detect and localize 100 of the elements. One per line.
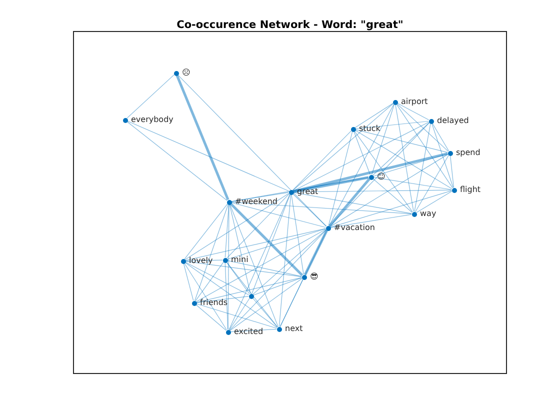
edge-line: [230, 204, 278, 327]
marker-dot-icon: [302, 274, 306, 280]
edge-line: [330, 190, 452, 228]
edge-line: [230, 278, 302, 331]
edge-line: [355, 129, 448, 153]
marker-dot-icon: [192, 300, 196, 306]
marker-dot-icon: [174, 70, 178, 76]
marker-dot-icon: [368, 174, 374, 180]
marker-dot-icon: [392, 100, 398, 104]
edge-line: [328, 131, 353, 226]
marker-dot-icon: [288, 190, 294, 194]
edge-line: [293, 192, 412, 214]
edge-line: [291, 194, 304, 275]
node-label: 😎: [310, 272, 318, 282]
edge-line: [228, 194, 290, 330]
node-label: ☹: [182, 68, 190, 78]
node-label: flight: [460, 185, 481, 195]
edge-line: [330, 154, 448, 227]
edge-line: [224, 262, 228, 330]
edge-line: [196, 296, 249, 303]
node-label: #vacation: [334, 223, 375, 233]
node-label: great: [297, 187, 318, 197]
marker-dot-icon: [226, 200, 232, 204]
node-label: way: [420, 209, 436, 219]
edge-line: [432, 123, 454, 188]
edge-line: [227, 228, 326, 260]
node-label: spend: [456, 148, 480, 158]
marker-dot-icon: [412, 212, 416, 216]
edge-line: [414, 154, 450, 212]
edge-line: [184, 262, 227, 330]
edge-line: [196, 228, 326, 302]
edge-line: [229, 204, 251, 294]
marker-dot-icon: [448, 150, 452, 156]
edge-line: [372, 178, 412, 213]
edge-line: [416, 190, 452, 214]
edge-line: [194, 204, 228, 301]
edge-line: [126, 121, 228, 201]
edge-line: [196, 277, 302, 303]
node-label: ☺: [377, 172, 386, 182]
marker-dot-icon: [428, 118, 434, 124]
chart-title: Co-occurence Network - Word: "great": [176, 19, 404, 32]
node-label: #weekend: [235, 197, 278, 207]
edge-line: [185, 261, 302, 277]
edge-line: [304, 230, 328, 276]
node-label: everybody: [131, 115, 174, 125]
edge-line: [185, 260, 223, 262]
edge-line: [230, 202, 304, 276]
edge-line: [396, 102, 430, 120]
edge-line: [177, 74, 327, 227]
edge-line: [432, 122, 450, 152]
edge-line: [185, 228, 326, 261]
edge-line: [230, 328, 277, 332]
edge-line: [293, 152, 448, 193]
marker-dot-icon: [248, 294, 254, 298]
edge-line: [292, 193, 326, 227]
edge-line: [184, 193, 290, 260]
edge-line: [354, 130, 452, 190]
edge-line: [414, 123, 431, 212]
edge-line: [372, 122, 430, 176]
edge-line: [196, 303, 277, 329]
edge-line: [292, 103, 394, 191]
marker-dot-icon: [222, 258, 228, 262]
edge-line: [373, 177, 452, 190]
edge-line: [292, 130, 352, 191]
edge-line: [127, 120, 289, 192]
edge-line: [371, 104, 395, 175]
edge-line: [355, 120, 429, 130]
edge-line: [195, 262, 224, 302]
node-label: friends: [200, 298, 228, 308]
edge-line: [231, 177, 369, 202]
edge-line: [278, 194, 292, 327]
edge-line: [396, 103, 448, 152]
edge-line: [229, 298, 250, 330]
edge-line: [293, 176, 369, 193]
edge-line: [226, 194, 290, 258]
edge-line: [354, 103, 394, 128]
edge-line: [183, 263, 194, 301]
marker-dot-icon: [452, 188, 456, 192]
edge-line: [280, 230, 328, 328]
edge-line: [450, 155, 454, 188]
edge-line: [292, 122, 430, 192]
edge-line: [231, 202, 412, 214]
marker-dot-icon: [180, 258, 186, 264]
node-label: lovely: [189, 256, 213, 266]
edge-line: [328, 104, 394, 226]
edge-line: [293, 190, 452, 192]
marker-dot-icon: [350, 126, 356, 132]
edge-line: [196, 304, 226, 331]
node-label: next: [285, 324, 303, 334]
node-label: mini: [231, 255, 248, 265]
edge-line: [330, 214, 412, 228]
node-label: delayed: [437, 116, 469, 126]
edge-line: [184, 204, 228, 260]
edge-line: [226, 262, 250, 294]
node-label: airport: [401, 97, 428, 107]
edge-line: [395, 104, 414, 212]
edge-line: [229, 230, 327, 330]
edge-line: [228, 204, 230, 330]
edge-line: [231, 202, 326, 228]
edge-line: [227, 260, 302, 277]
